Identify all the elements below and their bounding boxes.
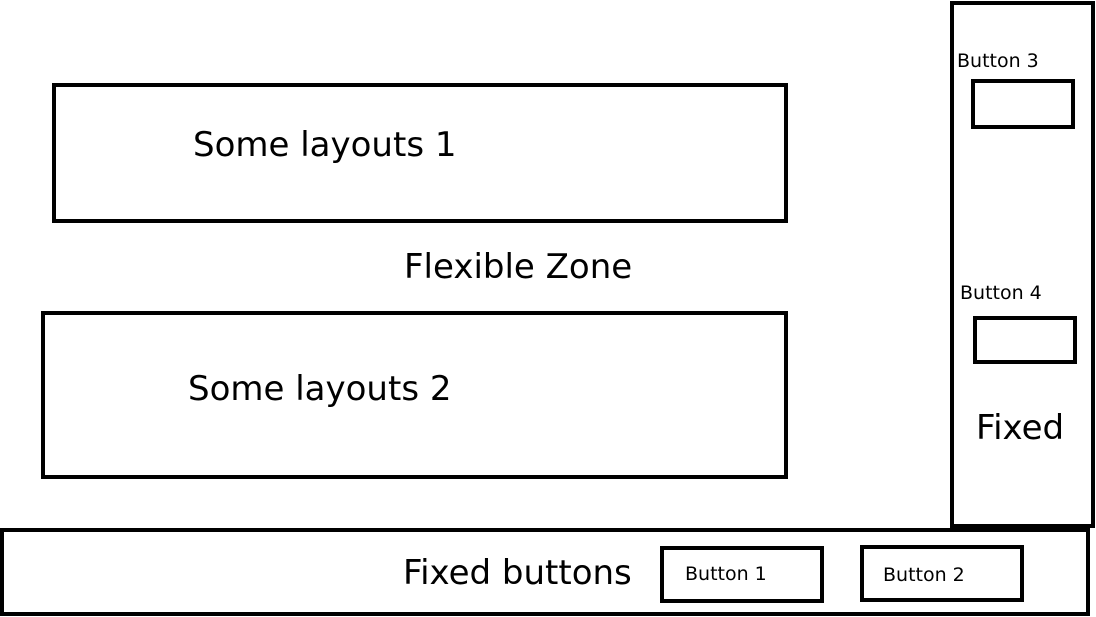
fixed-buttons-label: Fixed buttons — [403, 553, 632, 593]
button-2-label: Button 2 — [883, 564, 965, 586]
button-3[interactable] — [971, 79, 1075, 129]
button-4[interactable] — [973, 316, 1077, 364]
layout-box-1 — [52, 83, 788, 223]
fixed-panel-label: Fixed — [976, 408, 1065, 448]
layout-1-label: Some layouts 1 — [193, 125, 457, 165]
button-1[interactable] — [660, 546, 824, 603]
button-4-label: Button 4 — [960, 282, 1042, 304]
button-3-label: Button 3 — [957, 50, 1039, 72]
layout-2-label: Some layouts 2 — [188, 369, 452, 409]
button-2[interactable] — [860, 545, 1024, 602]
flexible-zone-label: Flexible Zone — [404, 247, 633, 287]
layout-box-2 — [41, 311, 788, 479]
button-1-label: Button 1 — [685, 563, 767, 585]
